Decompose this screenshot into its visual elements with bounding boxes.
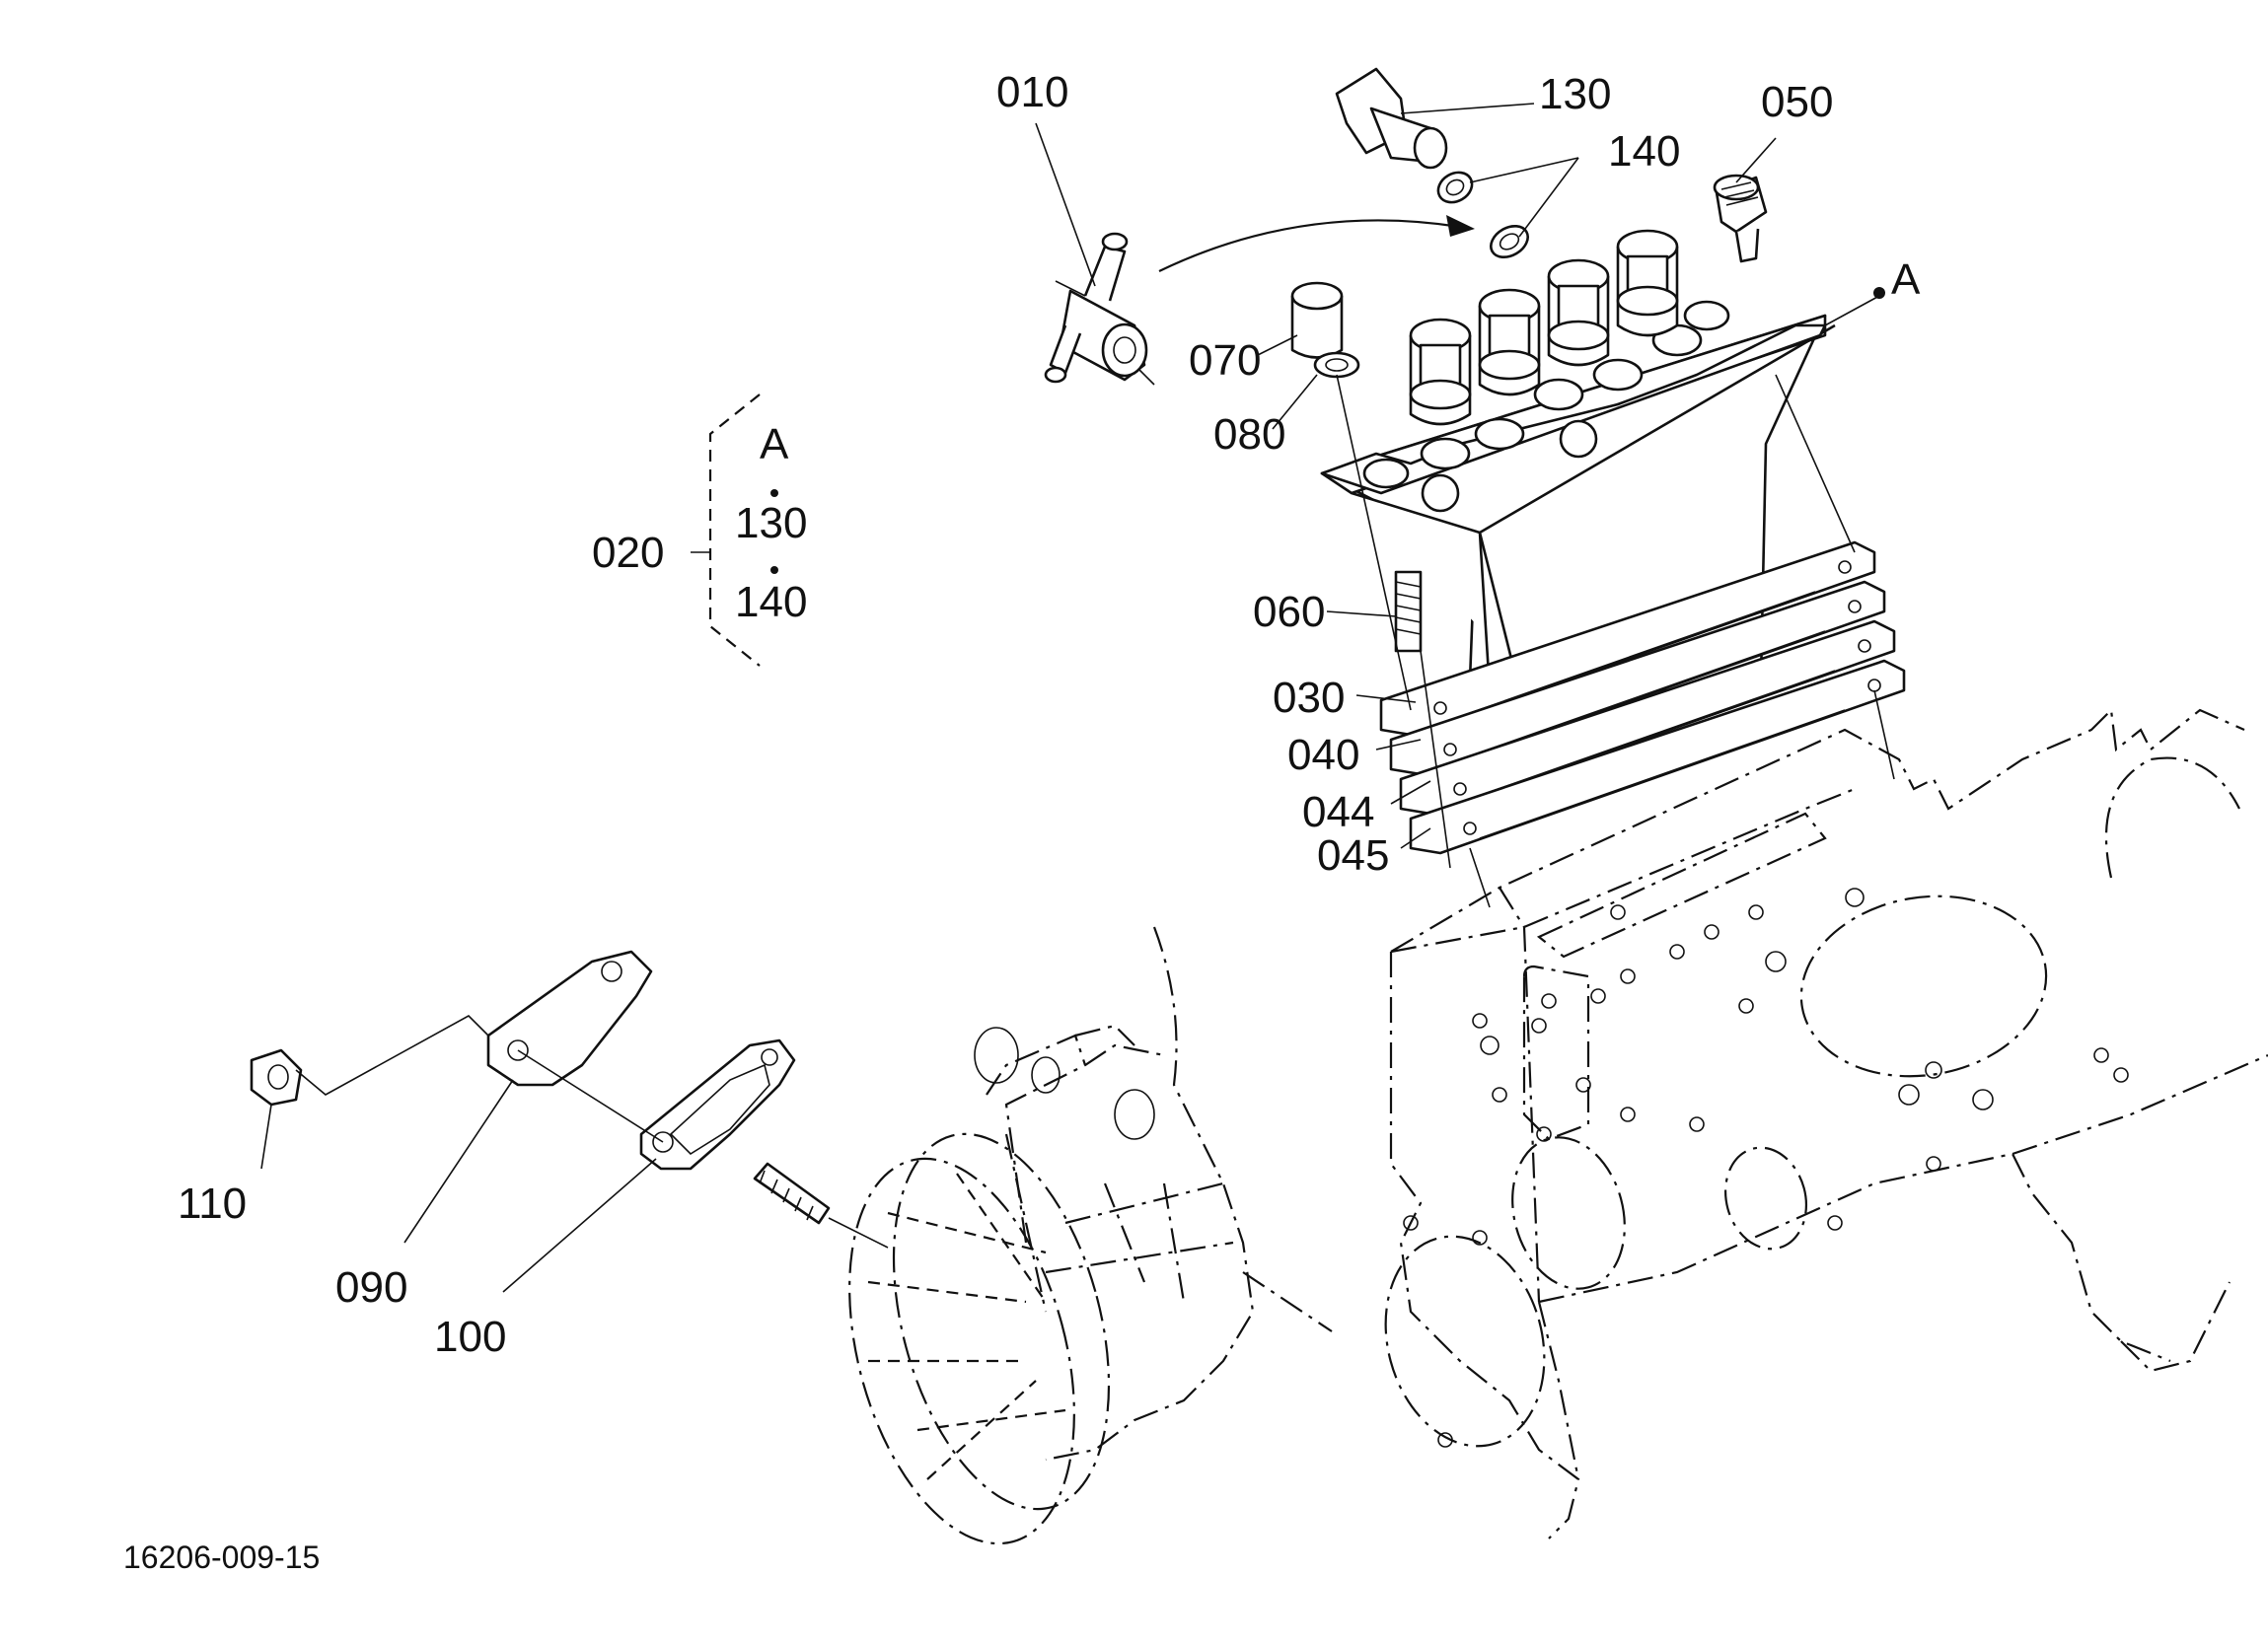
group-020-item-130: 130 <box>735 499 807 547</box>
stud-gasket <box>753 1162 831 1225</box>
nut-110 <box>250 1048 303 1107</box>
label-020: 020 <box>592 529 664 577</box>
label-060: 060 <box>1253 588 1325 636</box>
label-044: 044 <box>1302 788 1374 836</box>
engine-block <box>1384 707 2268 1539</box>
label-ref-a: A <box>1891 255 1921 304</box>
gear-housing <box>848 926 1333 1545</box>
label-040: 040 <box>1287 731 1359 779</box>
banjo-bolt-130 <box>1335 67 1448 170</box>
document-number: 16206-009-15 <box>123 1539 320 1575</box>
label-130: 130 <box>1539 70 1611 118</box>
label-110: 110 <box>178 1180 247 1228</box>
stud-060 <box>1394 570 1423 653</box>
group-020-bracket <box>691 394 778 667</box>
gasket-100 <box>639 1038 796 1171</box>
delivery-valve-holders <box>1409 229 1679 426</box>
plug-070 <box>1290 281 1344 359</box>
label-045: 045 <box>1317 831 1389 880</box>
label-090: 090 <box>335 1263 407 1312</box>
bleed-screw-050 <box>1713 174 1768 263</box>
assembly-arrow <box>1158 219 1461 272</box>
label-010: 010 <box>996 68 1068 116</box>
fuel-connector-010 <box>1044 232 1155 386</box>
label-050: 050 <box>1761 78 1833 126</box>
label-030: 030 <box>1273 674 1345 722</box>
label-080: 080 <box>1213 410 1285 459</box>
group-020-item-140: 140 <box>735 578 807 626</box>
label-140: 140 <box>1608 127 1680 176</box>
assembly-arrow-head <box>1446 215 1475 237</box>
washer-080 <box>1313 351 1360 379</box>
gasket-stack <box>1379 540 1906 855</box>
label-070: 070 <box>1189 336 1261 385</box>
washer-140 <box>1436 171 1529 259</box>
reference-point-a-dot <box>1873 287 1885 299</box>
cover-plate-090 <box>486 950 653 1087</box>
leader-lines <box>260 103 1895 1293</box>
group-020-ref: A <box>760 420 789 468</box>
label-100: 100 <box>434 1313 506 1361</box>
